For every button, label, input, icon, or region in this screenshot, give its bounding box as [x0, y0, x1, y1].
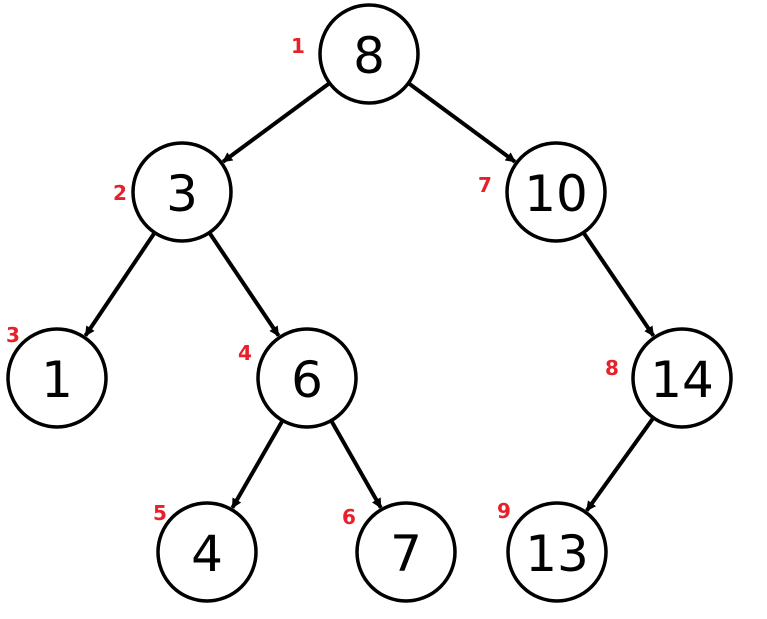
edge-n8-to-n3	[221, 81, 331, 164]
node-circle	[156, 501, 258, 603]
node-circle	[318, 3, 420, 105]
visit-order-label: 1	[291, 34, 305, 58]
edge-n8-to-n10	[407, 81, 517, 164]
tree-node-6: 64	[238, 327, 358, 429]
tree-node-8: 81	[291, 3, 420, 105]
node-value: 1	[41, 351, 73, 409]
visit-order-label: 5	[153, 501, 167, 525]
node-value: 8	[353, 27, 385, 85]
node-value: 6	[291, 351, 323, 409]
tree-node-14: 14 8	[605, 327, 733, 429]
node-value: 10	[524, 165, 588, 223]
node-circle	[505, 141, 607, 243]
edge-n14-to-n13	[585, 416, 656, 512]
node-circle	[6, 327, 108, 429]
visit-order-label: 6	[342, 505, 356, 529]
visit-order-label: 3	[6, 323, 20, 347]
edge-n6-to-n7	[329, 419, 383, 509]
node-value: 7	[390, 525, 422, 583]
edge-n3-to-n1	[83, 231, 157, 337]
node-value: 14	[650, 351, 714, 409]
tree-node-1: 13	[6, 323, 108, 429]
tree-node-10: 10 7	[478, 141, 607, 243]
node-circle	[506, 501, 608, 603]
edge-n6-to-n4	[230, 419, 285, 509]
node-value: 4	[191, 525, 223, 583]
edges-layer	[83, 81, 656, 512]
edge-n3-to-n6	[207, 231, 281, 337]
node-circle	[256, 327, 358, 429]
node-circle	[355, 501, 457, 603]
tree-node-3: 32	[113, 141, 233, 243]
node-value: 13	[525, 525, 589, 583]
node-circle	[631, 327, 733, 429]
node-value: 3	[166, 165, 198, 223]
visit-order-label: 9	[497, 499, 511, 523]
tree-node-4: 45	[153, 501, 258, 603]
visit-order-label: 4	[238, 341, 252, 365]
node-circle	[131, 141, 233, 243]
tree-node-13: 13 9	[497, 499, 608, 603]
visit-order-label: 7	[478, 173, 492, 197]
edge-n10-to-n14	[581, 231, 656, 337]
visit-order-label: 2	[113, 181, 127, 205]
visit-order-label: 8	[605, 356, 619, 380]
tree-node-7: 76	[342, 501, 457, 603]
